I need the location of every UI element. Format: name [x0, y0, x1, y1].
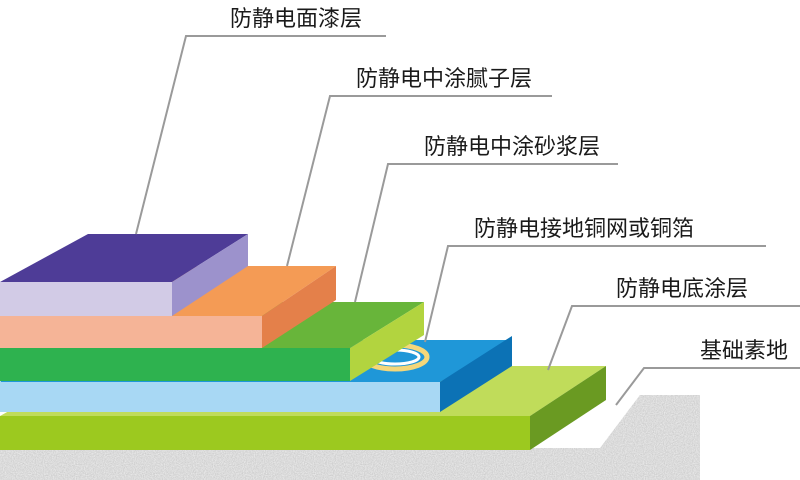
label-primer: 防静电底涂层 [616, 277, 748, 302]
label-putty: 防静电中涂腻子层 [356, 67, 532, 92]
label-copper: 防静电接地铜网或铜箔 [474, 217, 694, 242]
label-top-coat: 防静电面漆层 [230, 7, 362, 32]
leader-line-putty [286, 95, 552, 267]
leader-lines [135, 35, 800, 406]
label-mortar: 防静电中涂砂浆层 [424, 135, 600, 160]
leader-line-top-coat [135, 35, 386, 235]
leader-line-base [615, 367, 800, 406]
leader-line-mortar [354, 163, 618, 303]
top-coat-layer [0, 234, 248, 316]
label-base: 基础素地 [700, 339, 788, 364]
leader-line-copper [424, 245, 766, 343]
leader-line-primer [547, 305, 800, 371]
concrete-base-layer [0, 395, 700, 480]
